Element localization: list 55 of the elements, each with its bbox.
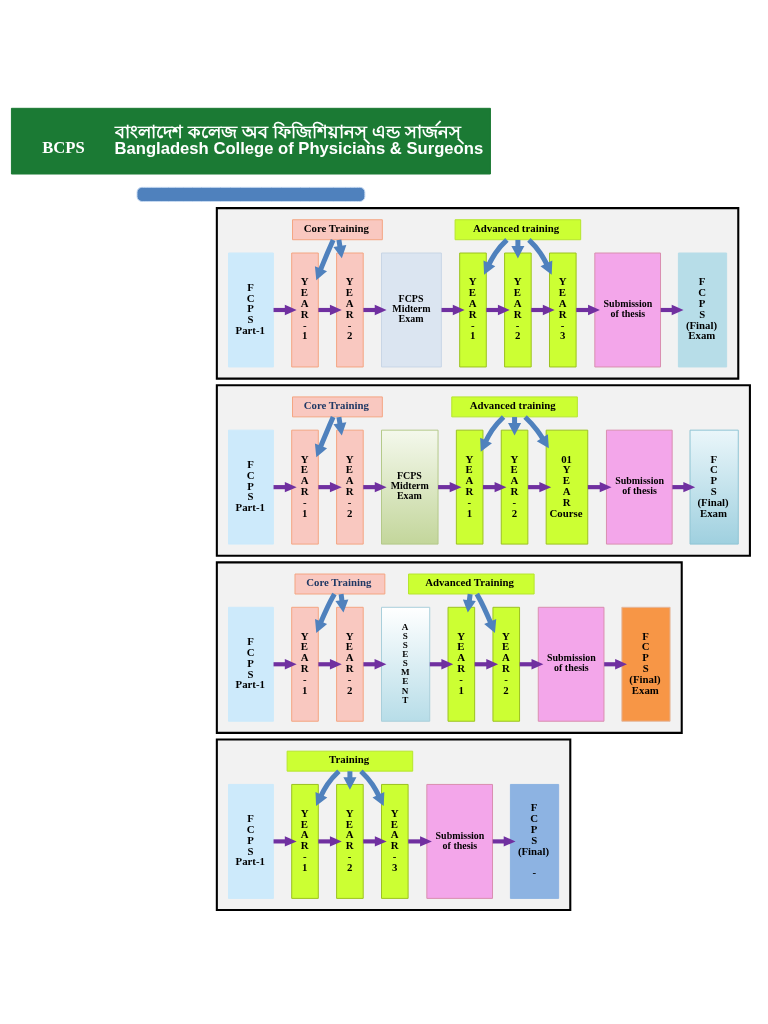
node-box: Y E A R - 2: [492, 606, 521, 722]
node-box: Y E A R - 1: [455, 429, 484, 545]
node-bar: [136, 186, 366, 202]
arrow: [314, 415, 336, 457]
node-box: F C P S (Final) Exam: [689, 429, 739, 545]
node-box: Y E A R - 1: [291, 783, 319, 899]
node-box: Y E A R - 3: [549, 252, 577, 367]
node-box: Y E A R - 1: [447, 606, 476, 722]
node-box: Submission of thesis: [594, 252, 661, 367]
node-box: Y E A R - 2: [336, 429, 364, 545]
arrow: [483, 237, 509, 275]
node-box: 01 Y E A R Course: [545, 429, 589, 545]
node-box: A S S E S M E N T: [381, 606, 431, 722]
node-box: Y E A R - 2: [500, 429, 529, 545]
node-box: Y E A R - 2: [336, 252, 364, 367]
arrow: [315, 769, 341, 806]
arrow: [480, 414, 506, 452]
node-box: Y E A R - 2: [336, 783, 364, 899]
node-box: F C P S Part-1: [228, 783, 274, 899]
node-box: Core Training: [294, 573, 386, 594]
node-box: Y E A R - 1: [291, 429, 319, 545]
arrow: [523, 414, 549, 448]
node-box: Y E A R - 2: [336, 606, 364, 722]
node-box: FCPS Midterm Exam: [381, 252, 442, 367]
node-box: Submission of thesis: [537, 606, 605, 722]
node-box: Submission of thesis: [605, 429, 673, 545]
arrow: [315, 592, 337, 633]
node-box: Core Training: [292, 218, 383, 240]
node-box: F C P S Part-1: [228, 252, 274, 367]
cluster: [215, 560, 683, 734]
node-box: F C P S (Final) -: [509, 783, 560, 899]
node-box: Y E A R - 2: [504, 252, 532, 367]
node-box: F C P S Part-1: [228, 429, 274, 545]
node-box: Training: [286, 750, 414, 772]
cluster: [215, 738, 572, 911]
arrow: [527, 237, 553, 275]
node-box: Y E A R - 1: [291, 252, 319, 367]
node-box: F C P S (Final) Exam: [677, 252, 728, 367]
node-box: FCPS Midterm Exam: [381, 429, 439, 545]
cluster: [215, 383, 751, 557]
arrow: [474, 592, 497, 633]
node-box: Submission of thesis: [426, 783, 494, 899]
arrow: [359, 769, 385, 806]
node-box: Core Training: [292, 395, 383, 417]
node-box: Advanced training: [454, 218, 582, 240]
node-box: Y E A R - 1: [459, 252, 487, 367]
node-box: Advanced Training: [408, 573, 535, 594]
arrow: [314, 238, 336, 280]
node-box: Advanced training: [451, 395, 578, 417]
node-box: BCPS বাংলাদেশ কলেজ অব ফিজিশিয়ানস্ এন্ড সার্জনস্ Bangladesh College of Physicians & Surgeons: [10, 107, 491, 175]
node-box: F C P S (Final) Exam: [621, 606, 671, 722]
cluster: [215, 206, 740, 380]
node-box: Y E A R - 1: [291, 606, 319, 722]
node-box: F C P S Part-1: [228, 606, 274, 722]
node-box: Y E A R - 3: [381, 783, 409, 899]
